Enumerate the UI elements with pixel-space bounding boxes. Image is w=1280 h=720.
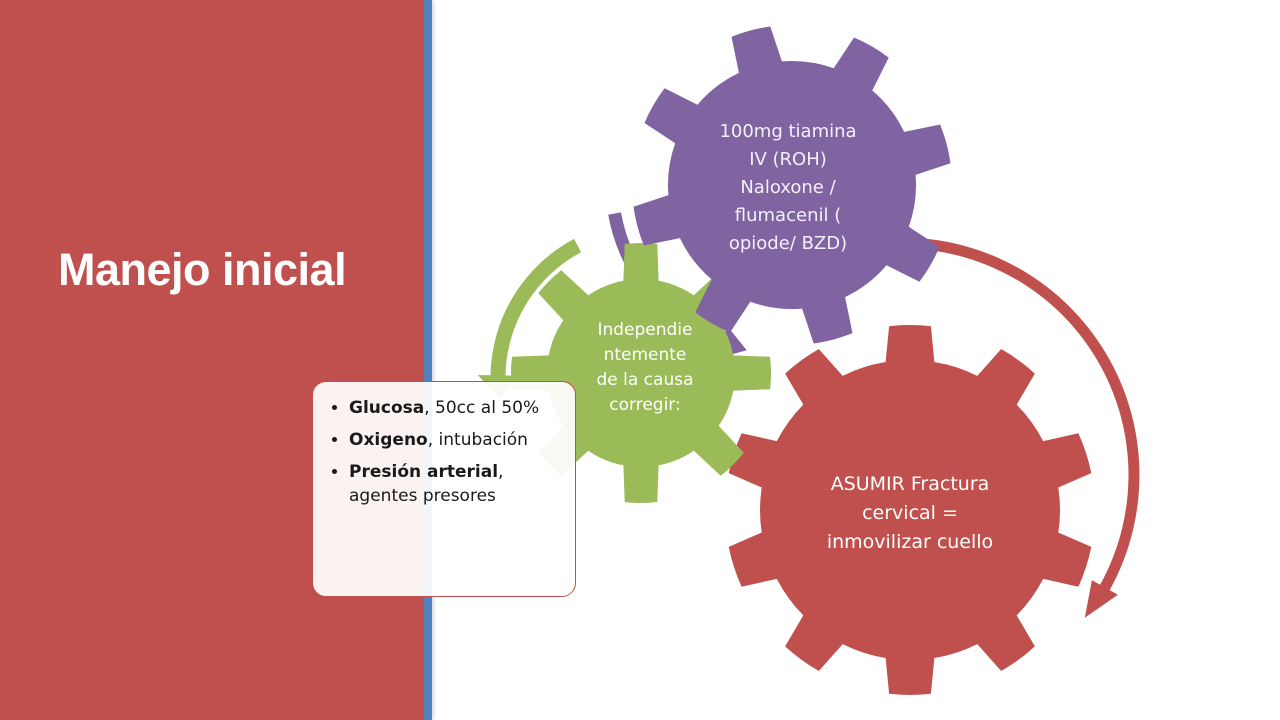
purple-gear [633, 26, 951, 344]
red-gear-label: ASUMIR Fractura cervical = inmovilizar c… [800, 470, 1020, 557]
red-gear-line: cervical = [862, 502, 958, 524]
purple-cycle-arrow [608, 212, 747, 360]
green-gear-line: ntemente [603, 345, 687, 365]
red-gear-line: ASUMIR Fractura [830, 473, 990, 495]
callout-item-text: , 50cc al 50% [424, 398, 540, 418]
divider-bar [424, 0, 432, 720]
purple-gear-label: 100mg tiamina IV (ROH) Naloxone / flumac… [698, 118, 878, 258]
callout-box: Glucosa, 50cc al 50% Oxigeno, intubación… [312, 381, 576, 597]
callout-item: Oxigeno, intubación [349, 428, 561, 452]
left-panel [0, 0, 424, 720]
callout-item-text: , agentes presores [349, 462, 504, 506]
callout-list: Glucosa, 50cc al 50% Oxigeno, intubación… [329, 396, 561, 508]
slide-title: Manejo inicial [58, 244, 347, 295]
purple-gear-line: opiode/ BZD) [728, 233, 848, 254]
callout-item: Glucosa, 50cc al 50% [349, 396, 561, 420]
green-gear-line: Independie [597, 320, 693, 340]
green-gear-line: de la causa [596, 370, 694, 390]
red-cycle-arrow [868, 237, 1140, 618]
purple-gear-line: flumacenil ( [734, 205, 842, 226]
red-gear-line: inmovilizar cuello [826, 531, 994, 553]
red-gear [728, 325, 1092, 695]
purple-gear-line: 100mg tiamina [719, 121, 857, 142]
green-gear-line: corregir: [609, 395, 681, 415]
callout-item-text: , intubación [427, 430, 528, 450]
callout-item-bold: Oxigeno [349, 430, 428, 450]
purple-gear-line: IV (ROH) [749, 149, 827, 170]
green-gear-label: Independie ntemente de la causa corregir… [570, 318, 720, 418]
purple-gear-line: Naloxone / [740, 177, 836, 198]
callout-item: Presión arterial, agentes presores [349, 460, 561, 508]
callout-item-bold: Glucosa [349, 398, 425, 418]
callout-item-bold: Presión arterial [349, 462, 499, 482]
green-cycle-arrow [477, 238, 582, 399]
